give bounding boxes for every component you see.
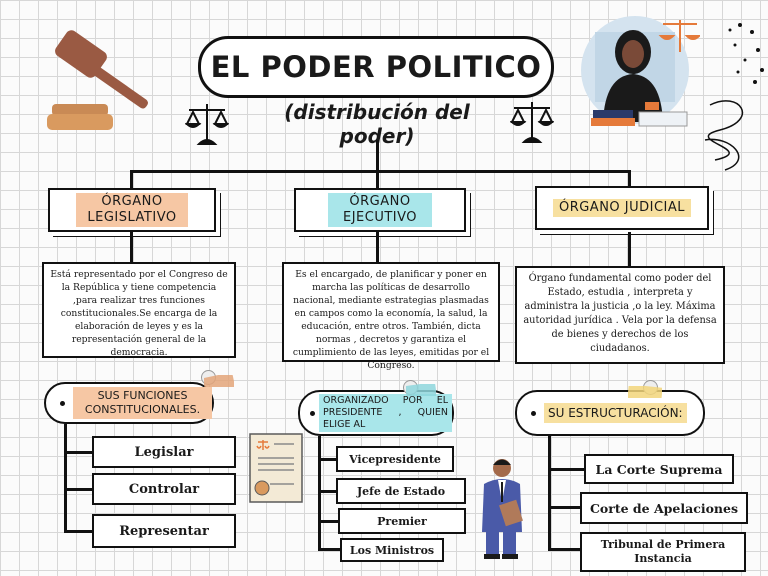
ejecutivo-item: Premier [338, 508, 466, 534]
scales-of-justice-icon [185, 104, 229, 145]
page-title: EL PODER POLITICO [198, 36, 554, 98]
legislativo-item: Controlar [92, 473, 236, 505]
scales-of-justice-icon [510, 102, 554, 143]
connector-line [318, 490, 338, 493]
connector-line [318, 458, 338, 461]
ejecutivo-item: Jefe de Estado [336, 478, 466, 504]
tape-decoration [204, 375, 234, 387]
gavel-icon [47, 30, 148, 130]
ejecutivo-pill-label: ORGANIZADO POR EL PRESIDENTE , QUIEN ELI… [319, 394, 452, 432]
connector-line [376, 170, 379, 188]
organ-legislativo-box: ÓRGANO LEGISLATIVO [48, 188, 216, 232]
judge-illustration [581, 16, 700, 127]
judicial-structure-pill: SU ESTRUCTURACIÓN: [515, 390, 705, 436]
judicial-item: Corte de Apelaciones [580, 492, 748, 524]
legislativo-functions-pill: SUS FUNCIONES CONSTITUCIONALES. [44, 382, 214, 424]
connector-line [628, 170, 631, 188]
connector-line [376, 232, 379, 262]
legislativo-description: Está representado por el Congreso de la … [42, 262, 236, 358]
organ-legislativo-label: ÓRGANO LEGISLATIVO [76, 193, 188, 227]
legislativo-item: Legislar [92, 436, 236, 468]
ejecutivo-description: Es el encargado, de planificar y poner e… [282, 262, 500, 371]
connector-line [548, 436, 551, 550]
connector-line [64, 451, 94, 454]
organ-judicial-box: ÓRGANO JUDICIAL [535, 186, 709, 230]
connector-line [64, 488, 94, 491]
connector-line [318, 520, 338, 523]
connector-line [64, 530, 94, 533]
document-certificate-icon [249, 433, 303, 503]
organ-ejecutivo-box: ÓRGANO EJECUTIVO [294, 188, 466, 232]
legislativo-item: Representar [92, 514, 236, 548]
bullet-icon [60, 400, 65, 406]
judicial-pill-label: SU ESTRUCTURACIÓN: [544, 403, 687, 423]
legislativo-pill-label: SUS FUNCIONES CONSTITUCIONALES. [73, 387, 212, 419]
ejecutivo-item: Los Ministros [340, 538, 444, 562]
connector-line [376, 140, 379, 172]
businessman-illustration [482, 459, 523, 559]
connector-line [548, 506, 584, 509]
decorative-scribble [704, 23, 764, 171]
organ-judicial-label: ÓRGANO JUDICIAL [552, 199, 692, 217]
judicial-item: La Corte Suprema [584, 454, 734, 484]
connector-line [130, 170, 133, 188]
connector-line [64, 424, 67, 532]
connector-line [628, 232, 631, 266]
tape-decoration [406, 384, 436, 396]
connector-line [130, 232, 133, 262]
organ-ejecutivo-label: ÓRGANO EJECUTIVO [328, 193, 432, 227]
judicial-description: Órgano fundamental como poder del Estado… [515, 266, 725, 364]
connector-line [318, 436, 321, 550]
judicial-item: Tribunal de Primera Instancia [580, 532, 746, 572]
connector-line [548, 468, 584, 471]
connector-line [548, 548, 584, 551]
ejecutivo-item: Vicepresidente [336, 446, 454, 472]
ejecutivo-organization-pill: ORGANIZADO POR EL PRESIDENTE , QUIEN ELI… [298, 390, 454, 436]
tape-decoration [628, 386, 662, 398]
connector-line [318, 548, 342, 551]
bullet-icon [310, 410, 315, 416]
connector-line [130, 170, 630, 173]
bullet-icon [531, 410, 536, 416]
